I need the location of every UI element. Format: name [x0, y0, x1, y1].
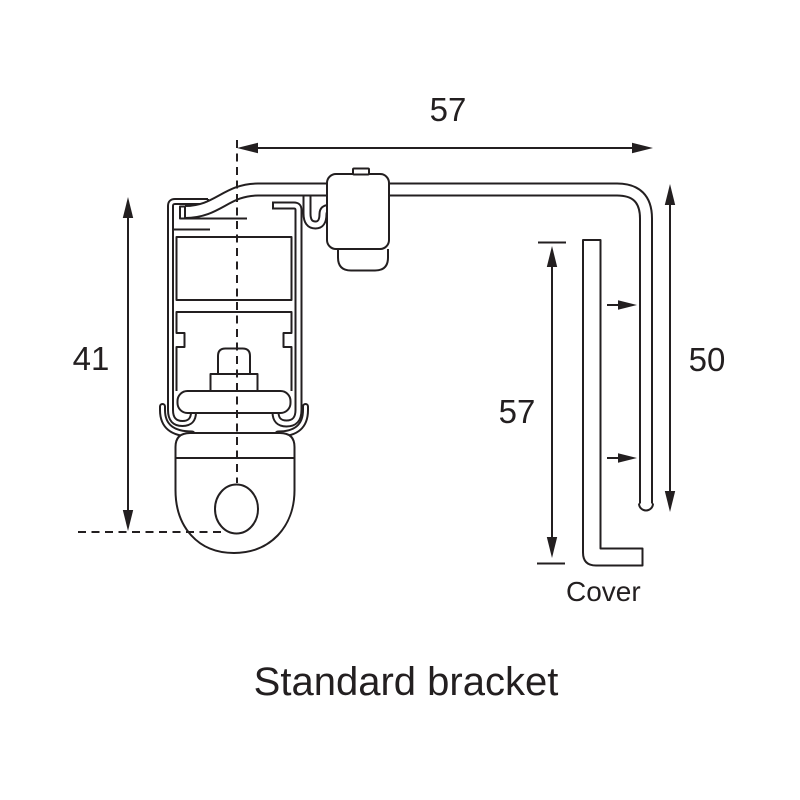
dim-right-height-label: 50 — [689, 341, 726, 378]
glider — [159, 403, 309, 554]
dimension-left-height: 41 — [73, 197, 134, 531]
track-right-wall — [271, 201, 303, 428]
glider-plug-neck — [209, 373, 259, 391]
bracket-nut — [337, 249, 389, 272]
cover-profile — [582, 239, 644, 567]
arrowhead-up — [546, 246, 558, 267]
bracket-arm-end-cap — [638, 503, 654, 512]
dimension-cover-length: 57 — [499, 241, 566, 565]
arrowhead-left — [237, 142, 258, 154]
track-lower-chamber — [175, 311, 293, 391]
track-profile — [167, 198, 303, 428]
pointer-arrows — [607, 300, 637, 463]
drawing-title: Standard bracket — [254, 660, 559, 704]
dim-top-width-label: 57 — [430, 91, 467, 128]
arrowhead-right — [632, 142, 653, 154]
arrowhead-down — [664, 491, 676, 512]
arrowhead-up — [664, 184, 676, 205]
glider-slide-plate — [176, 390, 292, 414]
glider-eyelet-hole — [214, 483, 259, 535]
mounting-bracket — [184, 167, 654, 512]
bracket-arm — [184, 182, 654, 512]
dimension-top-width: 57 — [237, 91, 653, 154]
arrowhead-right-lower — [618, 453, 637, 463]
cover-label: Cover — [566, 576, 641, 607]
dim-cover-length-label: 57 — [499, 393, 536, 430]
glider-plug — [176, 347, 292, 414]
dimension-right-height: 50 — [664, 184, 726, 512]
bracket-hook — [302, 195, 334, 230]
glider-body — [174, 432, 296, 554]
arrowhead-down — [546, 537, 558, 558]
dim-left-height-label: 41 — [73, 340, 110, 377]
centerlines — [78, 140, 238, 533]
glider-plug-button — [217, 347, 251, 375]
bracket-block — [326, 173, 390, 250]
track-upper-chamber — [175, 236, 293, 301]
arrowhead-up — [122, 197, 134, 218]
bracket-block-tab — [352, 167, 370, 176]
arrowhead-right-upper — [618, 300, 637, 310]
arrowhead-down — [122, 510, 134, 531]
track-left-wall — [167, 198, 208, 427]
